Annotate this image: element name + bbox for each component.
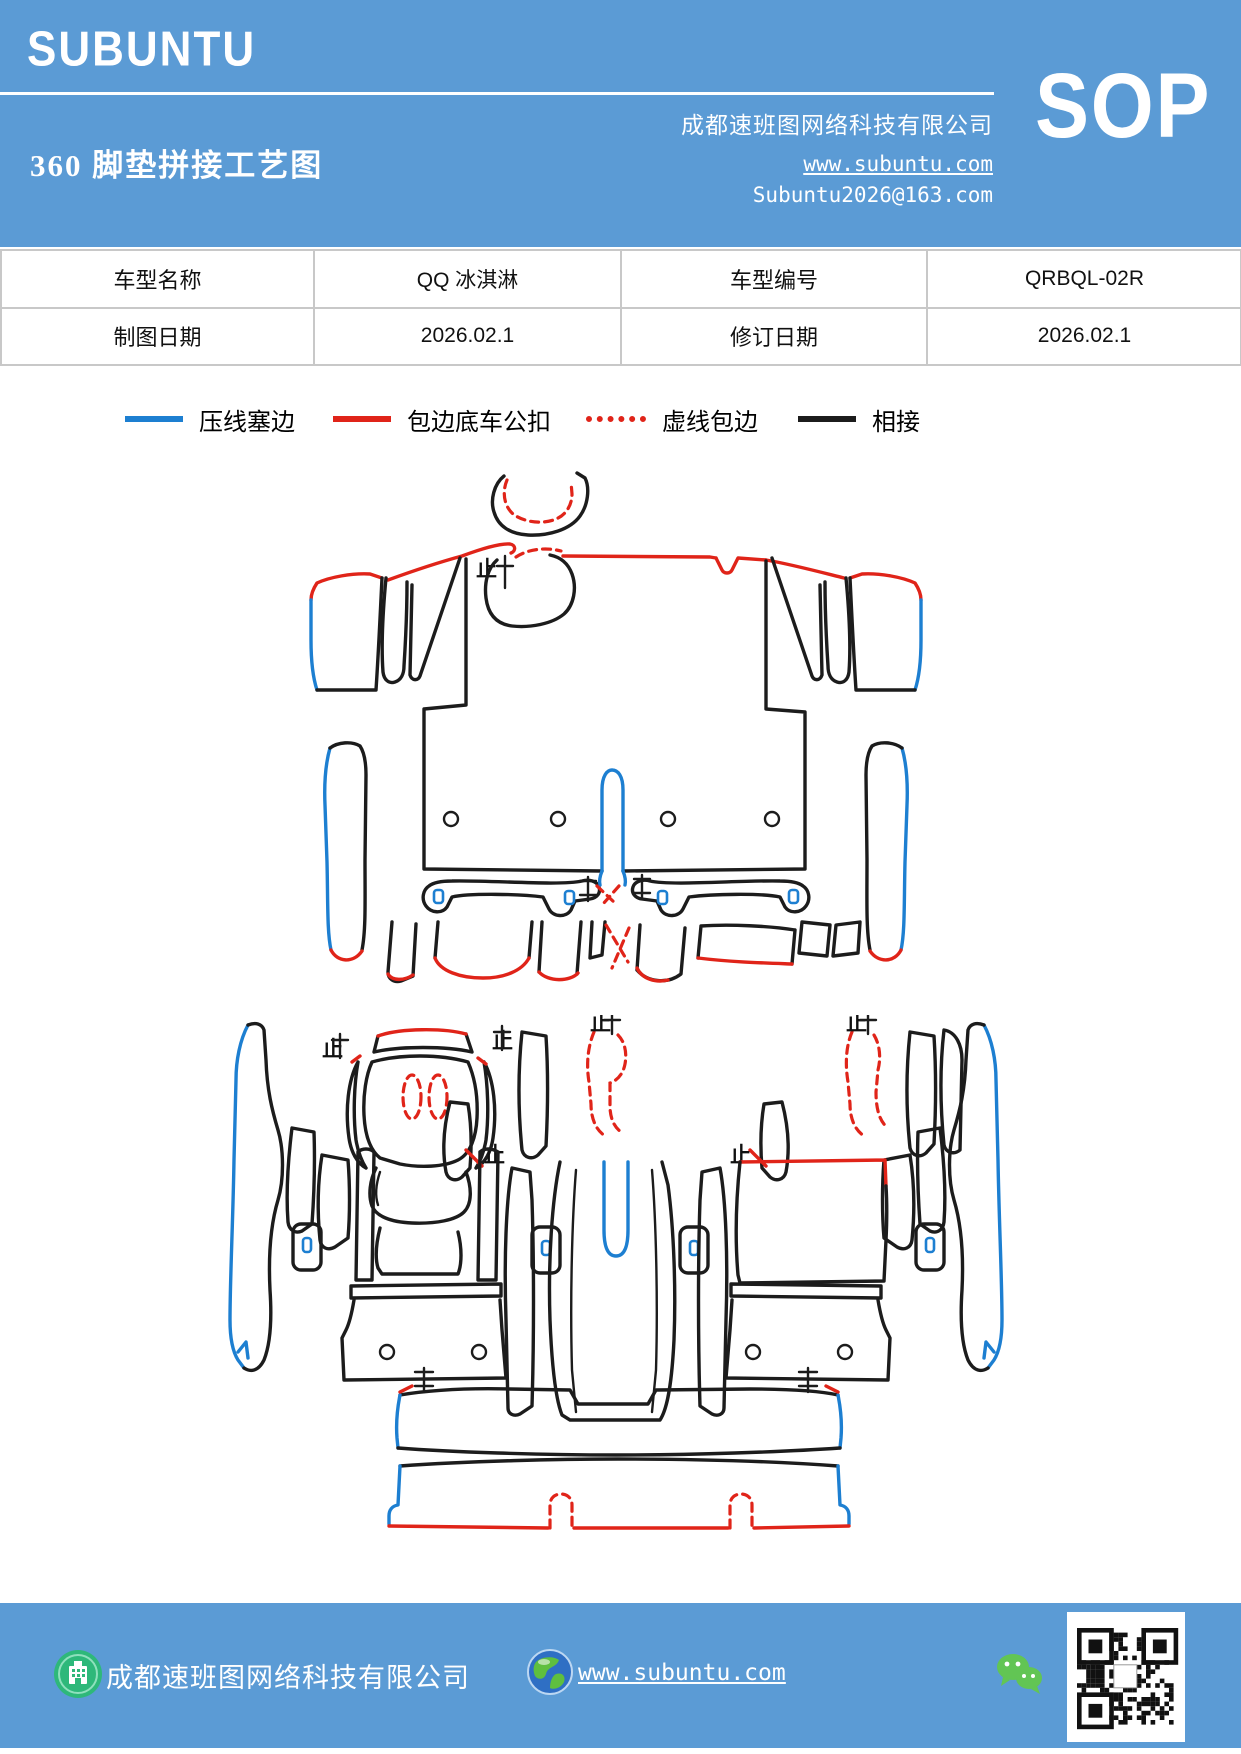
sop-badge: SOP <box>1035 55 1212 157</box>
stop-mark-label: 止 <box>322 1037 343 1061</box>
table-cell-revdate-value: 2026.02.1 <box>927 307 1241 365</box>
legend-item-dashed-binding: 虚线包边 <box>586 402 758 436</box>
footer-website-link[interactable]: www.subuntu.com <box>578 1660 786 1686</box>
blue-solid-line-swatch <box>125 416 183 422</box>
legend-label: 包边底车公扣 <box>407 409 551 436</box>
legend-label: 相接 <box>872 409 920 436</box>
header-website-link[interactable]: www.subuntu.com <box>803 152 993 176</box>
rear-mat-stitching-diagram: 止 止 止 止 止 止 <box>228 1015 1004 1530</box>
legend-item-binding-buckle: 包边底车公扣 <box>333 402 551 436</box>
stop-mark-label: 止 <box>484 1143 505 1167</box>
legend-label: 压线塞边 <box>199 409 295 436</box>
table-cell-code-value: QRBQL-02R <box>927 250 1241 308</box>
wechat-icon <box>997 1654 1042 1694</box>
table-cell-drawdate-value: 2026.02.1 <box>314 307 621 365</box>
header-divider <box>0 92 994 95</box>
table-cell-model-label: 车型名称 <box>1 250 314 308</box>
footer-company-name: 成都速班图网络科技有限公司 <box>106 1663 470 1693</box>
header-email: Subuntu2026@163.com <box>752 183 993 207</box>
page-title: 360 脚垫拼接工艺图 <box>30 148 324 183</box>
table-cell-model-value: QQ 冰淇淋 <box>314 250 621 308</box>
stop-mark-label: 止 <box>846 1015 867 1035</box>
table-cell-code-label: 车型编号 <box>621 250 927 308</box>
red-dashed-line-swatch <box>586 416 646 422</box>
legend-item-joint: 相接 <box>798 402 920 436</box>
vehicle-info-table: 车型名称 QQ 冰淇淋 车型编号 QRBQL-02R 制图日期 2026.02.… <box>0 249 1241 366</box>
qr-code <box>1067 1612 1185 1742</box>
table-cell-drawdate-label: 制图日期 <box>1 307 314 365</box>
globe-icon <box>527 1649 573 1695</box>
stop-mark-label: 止 <box>590 1015 611 1035</box>
front-mat-stitching-diagram: 止 <box>309 471 923 984</box>
header-banner: SUBUNTU 成都速班图网络科技有限公司 SOP 360 脚垫拼接工艺图 ww… <box>0 0 1241 247</box>
line-type-legend: 压线塞边 包边底车公扣 虚线包边 相接 <box>0 402 1241 436</box>
building-icon <box>54 1650 102 1698</box>
legend-item-press-edge: 压线塞边 <box>125 402 295 436</box>
brand-logo: SUBUNTU <box>27 22 257 77</box>
header-company-name: 成都速班图网络科技有限公司 <box>681 113 993 138</box>
legend-label: 虚线包边 <box>662 409 758 436</box>
table-cell-revdate-label: 修订日期 <box>621 307 927 365</box>
stop-mark-label: 止 <box>476 557 497 581</box>
red-solid-line-swatch <box>333 416 391 422</box>
black-solid-line-swatch <box>798 416 856 422</box>
